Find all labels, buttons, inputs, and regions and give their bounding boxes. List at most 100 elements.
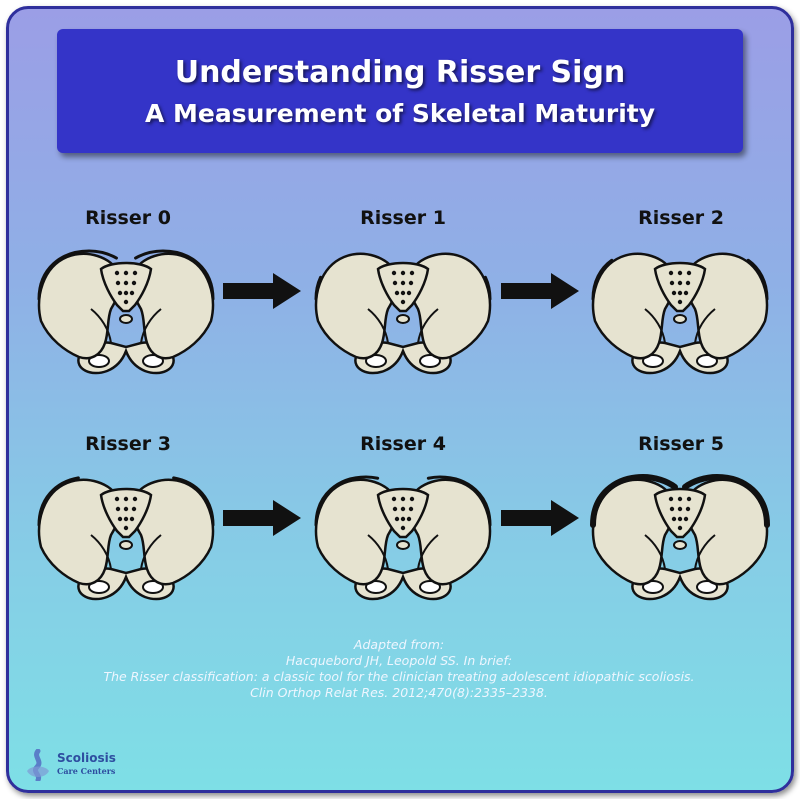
title-banner: Understanding Risser Sign A Measurement …: [57, 29, 743, 153]
sacral-foramen-dot: [123, 496, 129, 502]
sacral-foramen-dot: [677, 506, 683, 512]
sacral-foramen-dot: [409, 270, 415, 276]
sacrum: [376, 261, 430, 313]
sacral-foramen-dot: [685, 506, 691, 512]
citation: Adapted from: Hacquebord JH, Leopold SS.…: [49, 637, 749, 701]
right-ilium: [407, 252, 492, 360]
pelvis-risser-4: [314, 475, 492, 601]
sacral-foramen-dot: [117, 290, 123, 296]
left-iliac-apophysis: [314, 249, 400, 301]
sacral-foramen-dot: [391, 496, 397, 502]
right-ilium: [130, 252, 215, 360]
sacral-foramen-dot: [400, 299, 406, 305]
sacral-foramen-dot: [400, 270, 406, 276]
left-ilium: [314, 478, 399, 586]
left-ilium: [591, 252, 676, 360]
sacral-foramen-dot: [123, 299, 129, 305]
left-ilium: [314, 252, 399, 360]
pelvic-brim-line: [140, 534, 162, 570]
sacral-foramen-dot: [669, 506, 675, 512]
sacral-foramen-dot: [677, 525, 683, 531]
right-iliac-apophysis: [129, 249, 215, 301]
left-iliac-apophysis: [590, 473, 678, 528]
sacral-foramen-dot: [683, 290, 689, 296]
infographic-frame: Understanding Risser Sign A Measurement …: [6, 6, 794, 793]
sacral-foramen-dot: [671, 290, 677, 296]
sacral-foramen-dot: [392, 280, 398, 286]
sacral-foramen-dot: [131, 506, 137, 512]
pelvic-brim-line: [644, 308, 666, 344]
pelvic-brim-line: [140, 308, 162, 344]
sacral-foramen-dot: [668, 270, 674, 276]
spine-logo-icon: [27, 748, 49, 783]
pelvic-brim-line: [694, 308, 716, 344]
citation-line-2: Hacquebord JH, Leopold SS. In brief:: [285, 653, 513, 668]
sacral-foramen-dot: [123, 516, 129, 522]
stage-label-2: Risser 2: [638, 207, 724, 229]
sacral-foramen-dot: [129, 516, 135, 522]
pelvic-brim-line: [417, 534, 439, 570]
sacral-foramen-dot: [685, 280, 691, 286]
sacral-foramen-dot: [114, 496, 120, 502]
sacral-foramen-dot: [132, 496, 138, 502]
obturator-foramen: [365, 580, 387, 594]
arrow-right-icon: [223, 500, 301, 536]
sacral-foramen-dot: [686, 270, 692, 276]
pelvis-risser-3: [37, 475, 215, 601]
left-iliac-apophysis: [37, 475, 123, 527]
sacral-foramen-dot: [408, 280, 414, 286]
sacral-foramen-dot: [683, 516, 689, 522]
pelvic-brim-line: [90, 534, 112, 570]
obturator-foramen: [642, 354, 664, 368]
obturator-foramen: [88, 580, 110, 594]
arrow-right-icon: [501, 273, 579, 309]
sacral-foramen-dot: [400, 516, 406, 522]
obturator-foramen: [142, 354, 164, 368]
sacrum: [376, 487, 430, 539]
sacral-foramen-dot: [115, 280, 121, 286]
coccyx: [396, 314, 410, 324]
left-ilium: [37, 252, 122, 360]
sacral-foramen-dot: [132, 270, 138, 276]
sacral-foramen-dot: [400, 280, 406, 286]
sacral-foramen-dot: [671, 516, 677, 522]
right-iliac-apophysis: [682, 473, 770, 528]
obturator-foramen: [696, 580, 718, 594]
sacral-foramen-dot: [131, 280, 137, 286]
pelvis-risser-5: [590, 473, 770, 601]
coccyx: [396, 540, 410, 550]
obturator-foramen: [365, 354, 387, 368]
sacral-foramen-dot: [408, 506, 414, 512]
pelvic-brim-line: [694, 534, 716, 570]
sacral-foramen-dot: [400, 290, 406, 296]
sacral-foramen-dot: [677, 516, 683, 522]
coccyx: [119, 540, 133, 550]
sacral-foramen-dot: [400, 506, 406, 512]
stage-label-0: Risser 0: [85, 207, 171, 229]
obturator-foramen: [142, 580, 164, 594]
obturator-foramen: [696, 354, 718, 368]
left-iliac-apophysis: [591, 249, 677, 301]
pelvis-risser-0: [37, 249, 215, 375]
sacral-foramen-dot: [686, 496, 692, 502]
coccyx: [673, 540, 687, 550]
sacral-foramen-dot: [394, 516, 400, 522]
stage-label-5: Risser 5: [638, 433, 724, 455]
arrow-right-icon: [501, 500, 579, 536]
sacral-foramen-dot: [123, 290, 129, 296]
sacral-foramen-dot: [391, 270, 397, 276]
right-ilium: [130, 478, 215, 586]
right-iliac-apophysis: [129, 475, 215, 527]
right-iliac-apophysis: [406, 249, 492, 301]
sacrum: [99, 487, 153, 539]
citation-line-1: Adapted from:: [353, 637, 445, 652]
sacral-foramen-dot: [123, 506, 129, 512]
sacral-foramen-dot: [406, 290, 412, 296]
stage-label-1: Risser 1: [360, 207, 446, 229]
sacral-foramen-dot: [677, 299, 683, 305]
right-iliac-apophysis: [406, 475, 492, 527]
sacral-foramen-dot: [677, 280, 683, 286]
logo-name: Scoliosis: [57, 751, 116, 765]
sacral-foramen-dot: [400, 496, 406, 502]
left-ilium: [37, 478, 122, 586]
